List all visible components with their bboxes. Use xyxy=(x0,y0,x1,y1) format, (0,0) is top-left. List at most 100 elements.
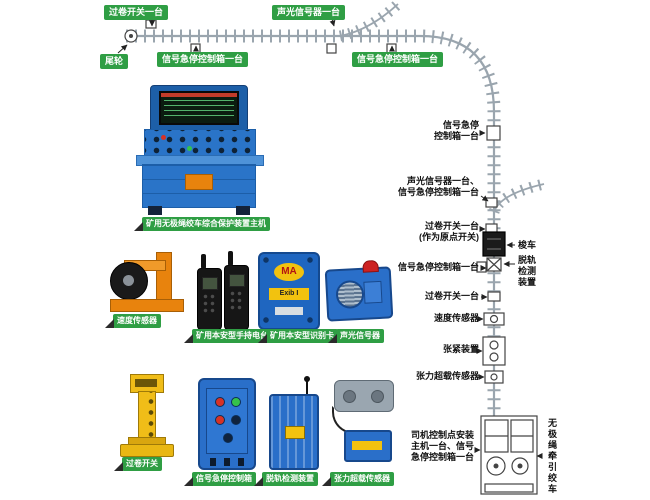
label-line: 司机控制点安装 xyxy=(410,430,474,440)
overload-sensor-pulley xyxy=(343,390,356,403)
derail-antenna xyxy=(304,376,310,398)
speed-sensor-base xyxy=(110,299,184,312)
overload-sensor-photo xyxy=(330,376,398,470)
label-estop-box-right: 信号急停控制箱一台 xyxy=(352,52,444,67)
label-speed-sensor: 速度传感器 xyxy=(434,313,479,324)
product-tag-estop-box: 信号急停控制箱 xyxy=(184,472,256,486)
signal-lamp-dome xyxy=(362,259,379,273)
signal-device-mark xyxy=(326,43,337,54)
estop-green-button xyxy=(231,397,241,407)
radio-keypad xyxy=(229,290,243,312)
overwind-switch-face xyxy=(135,379,157,387)
estop-red-button xyxy=(215,415,225,425)
estop-box-mark xyxy=(486,125,501,141)
label-overload-sensor: 张力超载传感器 xyxy=(416,371,479,382)
label-signal-estop: 声光信号器一台、 信号急停控制箱一台 xyxy=(398,176,479,198)
id-card-photo: MA Exib I xyxy=(258,252,320,330)
radio-unit xyxy=(197,254,222,330)
product-tag-derail-detector: 脱轨检测装置 xyxy=(254,472,318,486)
estop-red-button xyxy=(215,397,225,407)
branch-track-top xyxy=(338,0,402,42)
label-line: 过卷开关一台 xyxy=(424,291,479,301)
overwind-switch-mark xyxy=(145,19,157,29)
overload-sensor-mark xyxy=(484,370,504,384)
console-warning-sticker xyxy=(185,174,213,190)
estop-black-button xyxy=(223,433,233,443)
main-track xyxy=(126,29,501,490)
overload-sensor-pulley xyxy=(371,390,384,403)
overwind-switch-photo xyxy=(112,372,180,458)
label-line: 声光信号器一台、 xyxy=(406,176,479,186)
label-line: (作为原点开关) xyxy=(419,232,479,242)
label-derail-detector: 脱轨 检测 装置 xyxy=(518,255,536,288)
label-line: 信号急停控制箱一台 xyxy=(397,187,479,197)
tension-device-mark xyxy=(482,336,506,366)
signal-device-mark xyxy=(485,197,498,208)
label-endless-rope-winch: 无极绳牵引绞车 xyxy=(547,418,557,495)
product-tag-id-card: 矿用本安型识别卡 xyxy=(258,329,338,343)
winch-machine-drawing xyxy=(480,415,538,495)
overwind-switch-base xyxy=(120,444,174,457)
estop-cable-glands xyxy=(210,458,244,466)
label-line: 张力超载传感器 xyxy=(415,371,479,381)
label-line: 控制箱一台 xyxy=(433,131,479,141)
console-monitor xyxy=(150,85,248,131)
overwind-switch-column xyxy=(138,391,156,439)
id-card-label xyxy=(275,307,303,315)
console-screen-content xyxy=(164,100,234,120)
console-button-panel xyxy=(144,129,256,157)
label-estop-box-1: 信号急停 控制箱一台 xyxy=(434,120,479,142)
label-line: 脱轨 xyxy=(518,255,537,265)
radio-keypad xyxy=(202,293,216,315)
overwind-switch-mark xyxy=(487,291,501,302)
label-signal-device-top: 声光信号器一台 xyxy=(272,5,346,20)
label-tension-device: 张紧装置 xyxy=(443,344,479,355)
label-line: 信号急停控制箱一台 xyxy=(397,262,479,272)
label-line: 张紧装置 xyxy=(442,344,479,354)
product-tag-overload-sensor: 张力超载传感器 xyxy=(322,472,394,486)
radio-screen xyxy=(229,274,245,287)
leader-arrows xyxy=(117,18,543,459)
console-green-button xyxy=(187,146,192,151)
label-shuttle-car: 梭车 xyxy=(518,240,536,251)
label-overwind-switch-2: 过卷开关一台 xyxy=(425,291,479,302)
radio-screen xyxy=(202,277,218,290)
product-tag-signal-device: 声光信号器 xyxy=(328,329,384,343)
radio-unit xyxy=(224,251,249,330)
label-estop-box-left: 信号急停控制箱一台 xyxy=(157,52,249,67)
signal-device-plate xyxy=(363,280,383,304)
console-cabinet xyxy=(142,164,256,208)
overload-sensor-label xyxy=(352,441,382,450)
label-line: 急停控制箱一台 xyxy=(410,452,474,462)
label-tail-wheel: 尾轮 xyxy=(100,54,129,69)
label-line: 主机一台、信号 xyxy=(410,441,474,451)
console-screen xyxy=(159,91,239,125)
label-line: 速度传感器 xyxy=(433,313,479,323)
derail-detector-label xyxy=(285,426,305,439)
derail-detector-body xyxy=(269,394,319,470)
shuttle-car-mark xyxy=(482,231,506,257)
estop-box-photo xyxy=(198,378,256,470)
id-card-cert-text: Exib I xyxy=(269,288,309,300)
speed-sensor-mark xyxy=(483,312,505,326)
branch-track-right xyxy=(488,178,546,215)
console-red-button xyxy=(161,135,166,140)
label-driver-station: 司机控制点安装 主机一台、信号 急停控制箱一台 xyxy=(411,430,474,463)
ma-logo: MA xyxy=(274,263,304,281)
signal-device-photo xyxy=(322,258,394,322)
label-overwind-origin: 过卷开关一台 (作为原点开关) xyxy=(419,221,479,243)
product-tag-speed-sensor: 速度传感器 xyxy=(105,314,161,328)
speed-sensor-hub xyxy=(123,275,134,286)
label-line: 装置 xyxy=(518,277,537,287)
derail-detector-photo xyxy=(262,376,324,470)
overload-sensor-box xyxy=(344,430,392,462)
estop-box-panel xyxy=(206,388,248,454)
label-line: 信号急停 xyxy=(442,120,479,130)
product-tag-overwind-switch: 过卷开关 xyxy=(114,457,162,471)
console-foot xyxy=(148,206,162,215)
console-foot xyxy=(236,206,250,215)
handheld-radio-photo xyxy=(196,251,250,330)
product-tag-console: 矿用无极绳绞车综合保护装置主机 xyxy=(134,217,270,231)
